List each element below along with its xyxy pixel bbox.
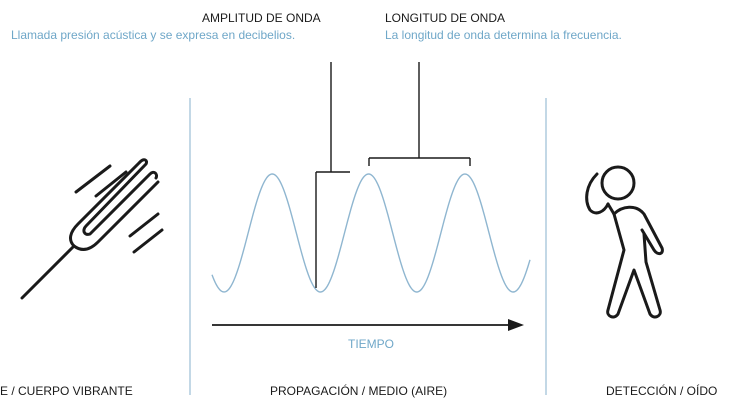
time-axis-label: TIEMPO [348,337,395,351]
wavelength-description: La longitud de onda determina la frecuen… [385,28,622,42]
amplitude-description: Llamada presión acústica y se expresa en… [11,28,296,42]
section-label-propagation: PROPAGACIÓN / MEDIO (AIRE) [270,384,448,398]
wavelength-bracket [368,62,471,166]
tuning-fork-icon [20,158,164,300]
listening-person-icon [585,165,664,319]
wavelength-title: LONGITUD DE ONDA [385,11,506,25]
section-label-source: E / CUERPO VIBRANTE [0,384,133,398]
time-axis-arrow [212,319,524,331]
amplitude-title: AMPLITUD DE ONDA [202,11,321,25]
section-label-detection: DETECCIÓN / OÍDO [606,384,718,398]
amplitude-bracket [315,62,350,288]
sound-wave [211,173,531,293]
